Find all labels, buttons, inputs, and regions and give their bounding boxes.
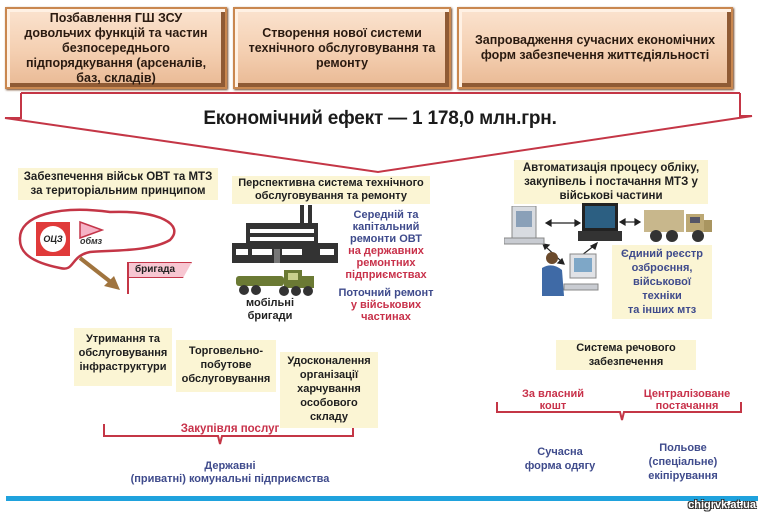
top-box-text: Запровадження сучасних економічних форм … [474, 33, 716, 62]
military-units-label: у військових частинах [350, 299, 422, 323]
services-procurement-label: Закупівля послуг [180, 423, 280, 435]
top-box-economic-forms: Запровадження сучасних економічних форм … [457, 7, 733, 89]
enterprises-label: Державні (приватні) комунальні підприємс… [130, 460, 330, 485]
service-infrastructure: Утримання та обслуговування інфраструкту… [74, 328, 172, 386]
centralized-supply-label: Централізоване постачання [643, 388, 731, 412]
state-enterprises-label: на державних ремонтних підприємствах [345, 245, 427, 281]
military-truck-icon [236, 270, 314, 296]
major-repair-label: Середній та капітальний ремонти ОВТ [349, 209, 423, 245]
registry-label: Єдиний реєстр озброєння, військової техн… [612, 245, 712, 319]
clothing-bracket [496, 402, 742, 421]
modern-uniform-label: Сучасна форма одягу [524, 446, 596, 472]
top-box-gsh: Позбавлення ГШ ЗСУ довольчих функцій та … [5, 7, 227, 89]
brown-arrow-head [104, 276, 120, 290]
services-bracket [103, 424, 354, 445]
top-box-text: Позбавлення ГШ ЗСУ довольчих функцій та … [24, 10, 208, 85]
top-box-text: Створення нової системи технічного обслу… [248, 25, 436, 70]
current-repair-label: Поточний ремонт [338, 287, 434, 299]
own-cost-label: За власний кошт [521, 388, 585, 412]
economic-effect-label: Економічний ефект — 1 178,0 млн.грн. [203, 108, 557, 129]
ocz-label: ОЦЗ [40, 226, 66, 252]
watermark: chigrvk.at.ua [688, 499, 756, 511]
obmz-label: обмз [80, 236, 103, 246]
operator-computer-icon [542, 252, 599, 296]
service-catering: Удосконалення організації харчування осо… [280, 352, 378, 428]
territorial-title: Забезпечення військ ОВТ та МТЗ за терито… [18, 168, 218, 200]
brown-arrow-line [78, 256, 114, 285]
top-box-maintenance: Створення нової системи технічного обслу… [233, 7, 451, 89]
desktop-computer-icon [504, 206, 545, 245]
clothing-system-title: Система речового забезпечення [556, 340, 696, 370]
automation-title: Автоматизація процесу обліку, закупівель… [514, 160, 708, 204]
bottom-divider [6, 496, 758, 501]
brigade-flag: бригада [128, 262, 192, 278]
laptop-icon [578, 203, 622, 241]
mobile-brigades-label: мобільні бригади [245, 297, 294, 322]
field-equipment-label: Польове (спеціальне) екіпірування [648, 442, 718, 482]
obmz-flag-icon [79, 220, 104, 240]
economic-effect-arrow [4, 93, 753, 174]
service-trade: Торговельно- побутове обслуговування [176, 340, 276, 392]
ocz-icon: ОЦЗ [36, 222, 70, 256]
cargo-truck-icon [644, 210, 712, 242]
factory-icon [232, 205, 338, 263]
maintenance-title: Перспективна система технічного обслугов… [232, 176, 430, 204]
territory-bubble [18, 208, 176, 270]
